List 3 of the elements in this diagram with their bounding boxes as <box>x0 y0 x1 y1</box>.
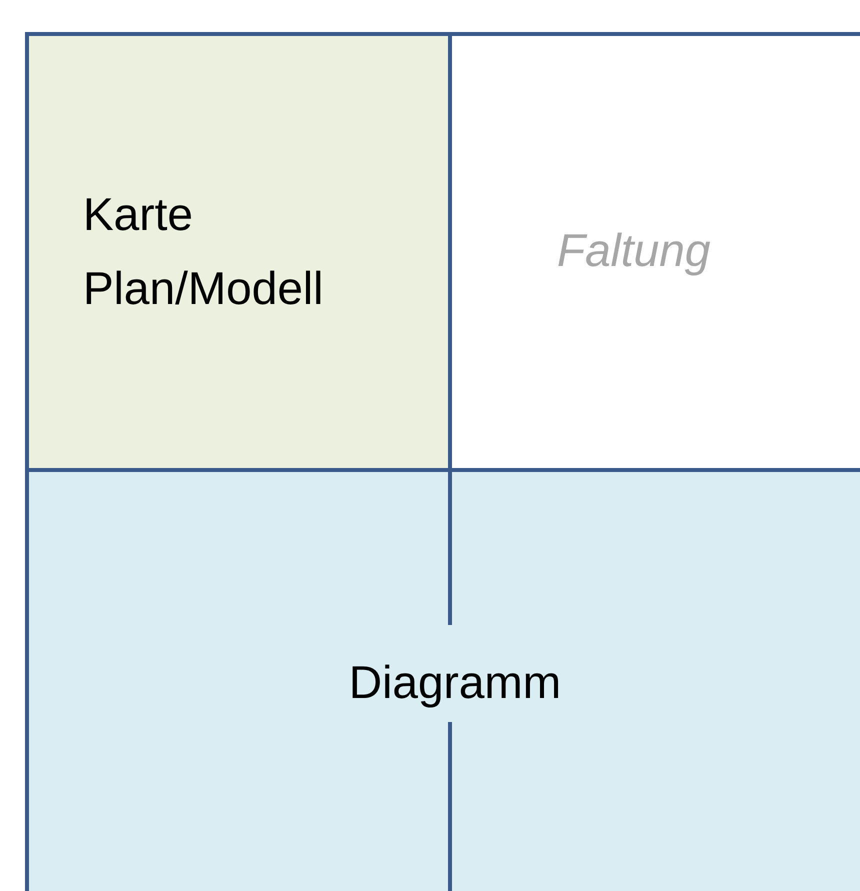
cell-label: Faltung <box>557 222 710 278</box>
cell-label: Diagramm <box>348 655 562 710</box>
cell-label: Karte Plan/Modell <box>83 187 324 316</box>
